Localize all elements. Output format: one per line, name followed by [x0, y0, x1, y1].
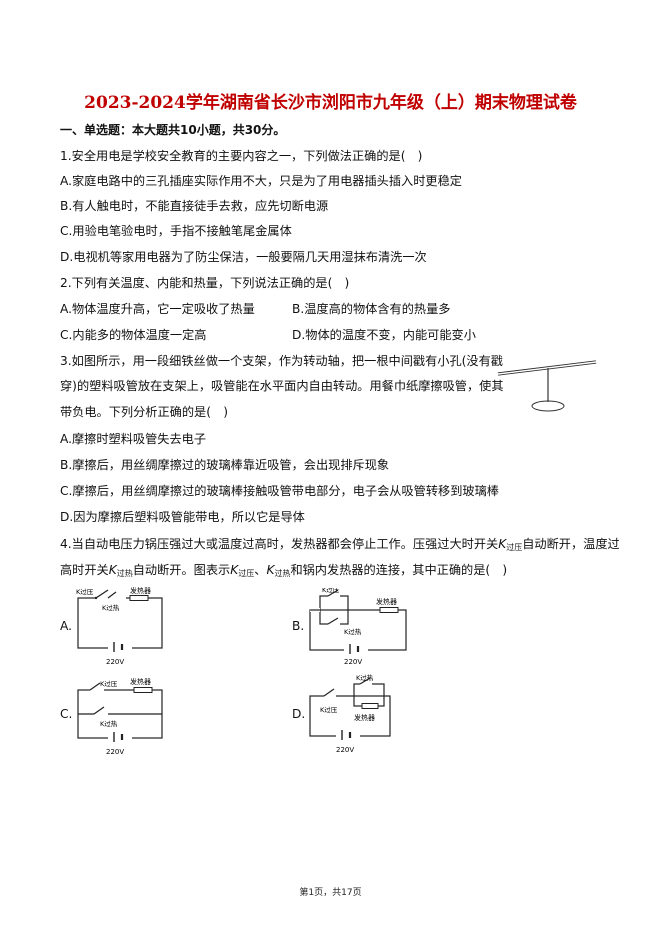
q2-option-a: A.物体温度升高，它一定吸收了热量	[60, 302, 255, 316]
q3-straw-stand-figure	[497, 360, 597, 412]
q2-option-c: C.内能多的物体温度一定高	[60, 328, 207, 342]
q4-stem-line1: 4.当自动电压力锅压强过大或温度过高时，发热器都会停止工作。压强过大时开关K过压…	[60, 536, 620, 556]
q3-option-a: A.摩擦时塑料吸管失去电子	[60, 432, 207, 446]
k-heat-label: K过热	[102, 603, 120, 612]
q4-circuit-a: K过压 K过热 发热器 220V	[76, 586, 163, 666]
q2-stem: 2.下列有关温度、内能和热量，下列说法正确的是( )	[60, 276, 350, 290]
q4-stem2-b: 自动断开。图表示	[132, 563, 231, 577]
q1-option-d: D.电视机等家用电器为了防尘保洁，一般要隔几天用湿抹布清洗一次	[60, 250, 427, 264]
section-header: 一、单选题：本大题共10小题，共30分。	[60, 123, 286, 137]
heater-label: 发热器	[354, 713, 375, 722]
q4-option-c-label: C.	[60, 707, 73, 721]
q4-stem1-b: 自动断开，温度过	[522, 537, 620, 551]
heater-label: 发热器	[130, 677, 151, 686]
k-pressure-label: K过压	[320, 705, 338, 714]
q2-option-d: D.物体的温度不变，内能可能变小	[292, 328, 476, 342]
k-pressure-label: K过压	[100, 679, 118, 688]
q4-stem2-c: 、	[254, 563, 267, 577]
q1-option-c: C.用验电笔验电时，手指不接触笔尾金属体	[60, 224, 292, 238]
page-title: 2023-2024学年湖南省长沙市浏阳市九年级（上）期末物理试卷	[84, 93, 577, 113]
q3-option-d: D.因为摩擦后塑料吸管能带电，所以它是导体	[60, 510, 305, 524]
k-sub-heat: 过热	[274, 569, 291, 578]
q4-stem2-a: 高时开关	[60, 563, 109, 577]
q4-stem2-d: 和锅内发热器的连接，其中正确的是( )	[290, 563, 508, 577]
q2-option-b: B.温度高的物体含有的热量多	[292, 302, 451, 316]
q1-option-b: B.有人触电时，不能直接徒手去救，应先切断电源	[60, 199, 329, 213]
q3-option-c: C.摩擦后，用丝绸摩擦过的玻璃棒接触吸管带电部分，电子会从吸管转移到玻璃棒	[60, 484, 499, 498]
q4-circuit-d: K过热 K过压 发热器 220V	[309, 673, 391, 754]
voltage-label: 220V	[344, 658, 362, 666]
q4-stem-line2: 高时开关K过热自动断开。图表示K过压、K过热和锅内发热器的连接，其中正确的是( …	[60, 562, 507, 582]
q3-stem-line1: 3.如图所示，用一段细铁丝做一个支架，作为转动轴，把一根中间戳有小孔(没有戳	[60, 354, 503, 368]
heater-label: 发热器	[376, 597, 397, 606]
k-pressure-label: K过压	[76, 587, 94, 596]
q4-stem1-a: 4.当自动电压力锅压强过大或温度过高时，发热器都会停止工作。压强过大时开关	[60, 537, 499, 551]
k-sub-heat: 过热	[116, 569, 133, 578]
k-symbol: K	[230, 563, 239, 577]
voltage-label: 220V	[106, 748, 124, 756]
voltage-label: 220V	[106, 658, 124, 666]
k-pressure-label: K过压	[322, 588, 340, 594]
q3-stem-line2: 穿)的塑料吸管放在支架上，吸管能在水平面内自由转动。用餐巾纸摩擦吸管，使其	[60, 379, 504, 393]
voltage-label: 220V	[336, 746, 354, 754]
k-sub-pressure: 过压	[506, 543, 523, 552]
k-sub-pressure: 过压	[238, 569, 255, 578]
q4-option-a-label: A.	[60, 619, 72, 633]
k-heat-label: K过热	[344, 627, 362, 636]
q4-circuit-b: K过压 发热器 K过热 220V	[309, 588, 407, 666]
k-symbol: K	[266, 563, 275, 577]
k-symbol: K	[498, 537, 507, 551]
q1-option-a: A.家庭电路中的三孔插座实际作用不大，只是为了用电器插头插入时更稳定	[60, 174, 462, 188]
q4-option-d-label: D.	[292, 707, 306, 721]
q3-stem-line3: 带负电。下列分析正确的是( )	[60, 405, 228, 419]
q3-option-b: B.摩擦后，用丝绸摩擦过的玻璃棒靠近吸管，会出现排斥现象	[60, 458, 390, 472]
page-footer: 第1页，共17页	[299, 888, 362, 898]
k-heat-label: K过热	[356, 673, 374, 682]
q4-circuit-c: K过压 发热器 K过热 220V	[77, 677, 163, 756]
k-symbol: K	[108, 563, 117, 577]
k-heat-label: K过热	[100, 719, 118, 728]
q4-option-b-label: B.	[292, 619, 305, 633]
q1-stem: 1.安全用电是学校安全教育的主要内容之一，下列做法正确的是( )	[60, 149, 423, 163]
heater-label: 发热器	[130, 586, 151, 595]
